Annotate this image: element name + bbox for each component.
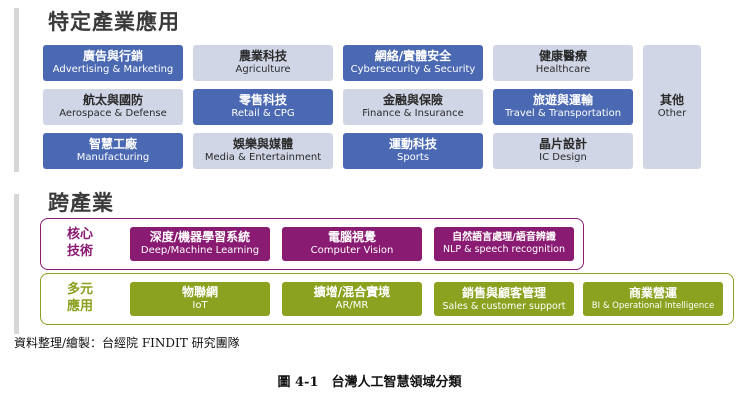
core-tech-item-2-zh: 自然語言處理/語音辨識 [452, 231, 556, 243]
figure-caption: 圖 4-1 台灣人工智慧領域分類 [277, 375, 462, 390]
industry-item-10-en: Sports [396, 152, 430, 164]
industry-item-4-en: Aerospace & Defense [59, 108, 167, 120]
industry-item-2-en: Cybersecurity & Security [350, 64, 476, 76]
diverse-app-item-1-en: AR/MR [335, 300, 369, 312]
diverse-app-item-2-zh: 銷售與顧客管理 [461, 285, 546, 300]
core-tech-item-2-en: NLP & speech recognition [443, 244, 565, 256]
core-tech-item-1-en: Computer Vision [310, 245, 394, 257]
industry-item-8-zh: 智慧工廠 [88, 137, 137, 152]
industry-item-7-zh: 旅遊與運輸 [532, 93, 593, 108]
core-tech-label: 核心 技術 [66, 227, 93, 259]
section2-marker-bar [14, 194, 19, 334]
source-note: 資料整理/繪製：台經院 FINDIT 研究團隊 [14, 336, 240, 350]
industry-item-11-zh: 晶片設計 [538, 137, 587, 152]
industry-item-8-en: Manufacturing [76, 152, 150, 164]
diverse-app-item-2-en: Sales & customer support [442, 300, 566, 312]
industry-item-9-zh: 娛樂與媒體 [232, 137, 293, 152]
diverse-app-label: 多元 應用 [66, 282, 93, 314]
industry-item-5-en: Retail & CPG [231, 108, 295, 120]
diverse-app-item-3-en: BI & Operational Intelligence [591, 301, 715, 312]
industry-item-9-en: Media & Entertainment [204, 152, 322, 164]
diverse-app-item-3-zh: 商業營運 [628, 286, 677, 301]
diverse-app-item-1-zh: 擴增/混合實境 [313, 285, 391, 300]
core-tech-item-0-en: Deep/Machine Learning [140, 245, 260, 257]
industry-item-3-zh: 健康醫療 [538, 49, 587, 64]
core-tech-item-1-zh: 電腦視覺 [327, 230, 376, 245]
section1-title: 特定產業應用 [48, 10, 180, 34]
industry-item-4-zh: 航太與國防 [82, 93, 143, 108]
industry-item-6-en: Finance & Insurance [362, 108, 464, 120]
industry-item-6-zh: 金融與保險 [382, 93, 443, 108]
section1-marker-bar [14, 8, 19, 172]
industry-item-2-zh: 網絡/實體安全 [374, 49, 452, 64]
industry-item-3-en: Healthcare [535, 64, 591, 76]
industry-item-5-zh: 零售科技 [238, 93, 287, 108]
industry-item-0-zh: 廣告與行銷 [82, 49, 143, 64]
industry-item-1-zh: 農業科技 [238, 49, 287, 64]
industry-item-0-en: Advertising & Marketing [52, 64, 174, 76]
section2-title: 跨產業 [48, 191, 114, 215]
item-other: 其他 Other [643, 45, 701, 169]
industry-item-11-en: IC Design [539, 152, 587, 164]
core-tech-item-0-zh: 深度/機器學習系統 [149, 230, 251, 245]
diverse-app-item-0-zh: 物聯網 [181, 285, 218, 300]
diverse-app-item-0-en: IoT [192, 300, 208, 312]
industry-item-10-zh: 運動科技 [388, 137, 437, 152]
industry-item-1-en: Agriculture [235, 64, 291, 76]
industry-item-7-en: Travel & Transportation [504, 108, 622, 120]
